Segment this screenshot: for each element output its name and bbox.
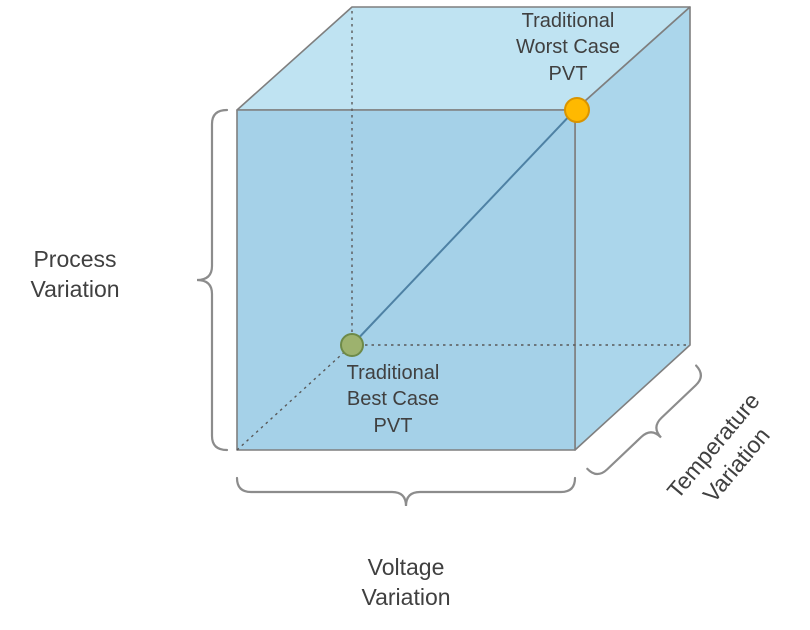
best-to-worst-diagonal: [351, 109, 576, 346]
voltage-variation-brace: [235, 476, 577, 507]
process-variation-label: Process Variation: [30, 246, 120, 303]
worst-case-marker: [564, 97, 590, 123]
best-case-label: Traditional Best Case PVT: [346, 362, 440, 437]
best-case-marker: [340, 333, 364, 357]
cube-front-face: [236, 109, 576, 451]
process-variation-brace: [196, 108, 229, 452]
voltage-variation-label: Voltage Variation: [361, 554, 451, 611]
worst-case-label: Traditional Worst Case PVT: [515, 10, 621, 85]
